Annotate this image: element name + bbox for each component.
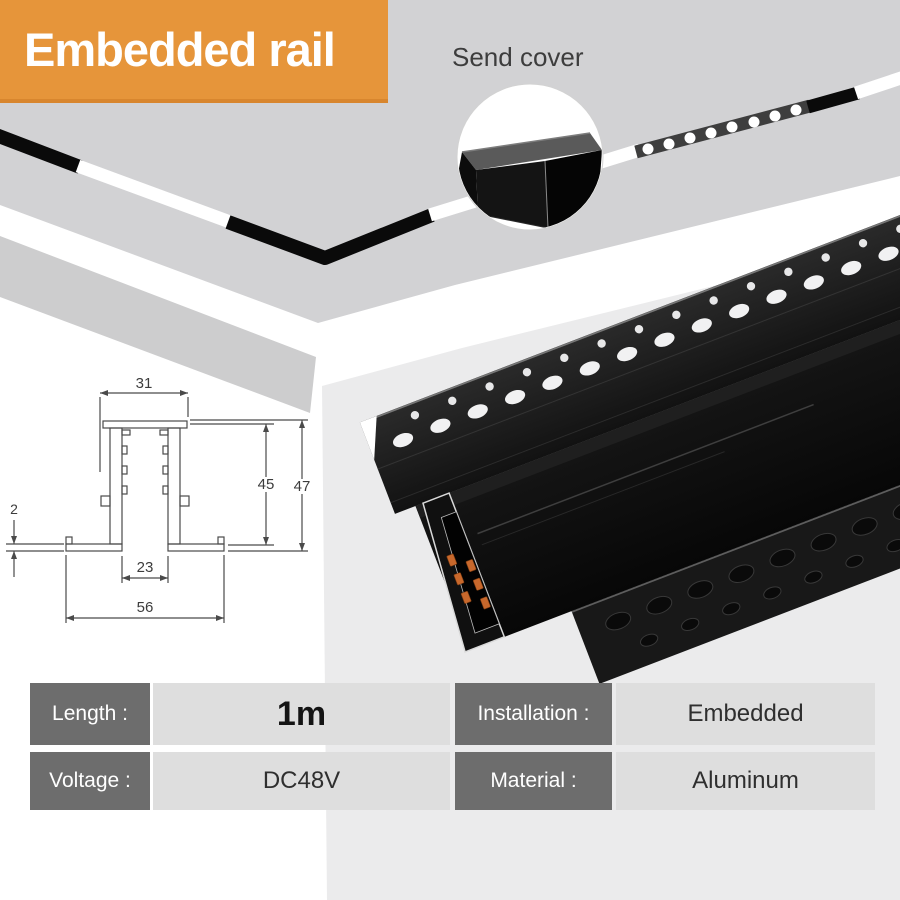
track-white-segment xyxy=(853,71,900,100)
dim-label-opening-width: 23 xyxy=(137,559,154,576)
dim-label-total-height: 47 xyxy=(294,478,311,495)
rail-body xyxy=(415,255,900,650)
ceiling-track xyxy=(0,71,900,265)
spec-label-length: Length : xyxy=(30,683,150,745)
cover-callout xyxy=(456,83,604,231)
track-black-segment xyxy=(0,129,83,174)
spec-label-voltage: Voltage : xyxy=(30,752,150,810)
spec-value-installation: Embedded xyxy=(616,683,875,745)
dim-label-flange-thickness: 2 xyxy=(10,501,18,517)
dim-label-body-height: 45 xyxy=(258,476,275,493)
rail-3d-render xyxy=(359,163,900,684)
dim-45 xyxy=(190,423,274,546)
spec-label-material: Material : xyxy=(455,752,612,810)
track-black-corner xyxy=(225,208,435,265)
spec-value-material: Aluminum xyxy=(616,752,875,810)
dimension-labels: 31 45 47 2 23 56 xyxy=(10,375,315,616)
dim-31 xyxy=(99,390,189,472)
spec-value-voltage: DC48V xyxy=(153,752,450,810)
dim-56 xyxy=(65,555,225,623)
dim-47 xyxy=(190,419,308,552)
send-cover-label: Send cover xyxy=(452,42,584,72)
page-title: Embedded rail xyxy=(24,23,336,76)
cross-section-dimension-drawing xyxy=(6,390,308,623)
spec-value-length: 1m xyxy=(153,683,450,745)
copper-contacts xyxy=(446,553,491,610)
ceiling-step-plane xyxy=(0,236,316,413)
track-black-segment xyxy=(806,86,860,114)
rail-near-flange xyxy=(359,163,900,514)
led-dots xyxy=(642,104,802,155)
flange-holes-small xyxy=(410,224,900,420)
dim-label-overall-width: 56 xyxy=(137,599,154,616)
rail-far-flange xyxy=(571,388,900,684)
track-white-segment xyxy=(75,159,233,229)
title-banner: Embedded rail xyxy=(0,0,388,103)
dim-label-top-width: 31 xyxy=(136,375,153,392)
spec-label-installation: Installation : xyxy=(455,683,612,745)
flange-holes-large xyxy=(392,246,899,448)
dim-23 xyxy=(121,556,169,583)
profile-outline xyxy=(65,420,225,552)
rail-end-cross-section xyxy=(422,492,506,653)
dim-2 xyxy=(6,520,64,577)
